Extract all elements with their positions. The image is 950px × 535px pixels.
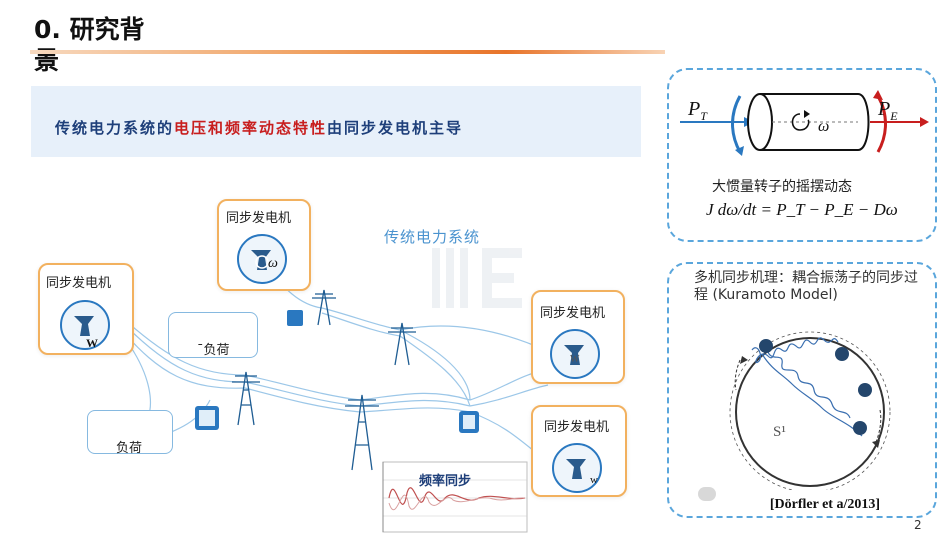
transformers bbox=[195, 310, 479, 433]
load-text: 负荷 bbox=[203, 343, 230, 358]
network-title: 传统电力系统 bbox=[384, 228, 481, 246]
citation: [Dörfler et a/2013] bbox=[769, 497, 880, 512]
omega-symbol: W bbox=[86, 336, 98, 350]
omega-label: ω bbox=[818, 118, 830, 135]
generator-label: 同步发电机 bbox=[544, 420, 610, 435]
load-mark: ˉ bbox=[197, 343, 204, 358]
inertia-caption: 大惯量转子的摇摆动态 bbox=[712, 179, 852, 195]
frequency-sync-plot bbox=[382, 461, 528, 533]
generator-label: 同步发电机 bbox=[226, 211, 292, 226]
generator-label: 同步发电机 bbox=[46, 276, 112, 291]
load-label: 负荷 bbox=[116, 441, 143, 456]
power-in-label: PT bbox=[688, 98, 707, 123]
kuramoto-caption: 多机同步机理：耦合振荡子的同步过程 (Kuramoto Model) bbox=[694, 270, 918, 303]
rotor-icon bbox=[74, 316, 94, 336]
transmission-towers bbox=[232, 289, 416, 471]
omega-symbol: w bbox=[590, 474, 598, 486]
omega-symbol: ω bbox=[268, 256, 278, 271]
power-out-label: PE bbox=[878, 98, 898, 123]
headline-prefix: 传统电力系统的 bbox=[55, 119, 175, 137]
power-network-diagram bbox=[119, 248, 549, 471]
freq-sync-label: 频率同步 bbox=[419, 474, 472, 489]
headline-highlight: 电压和频率动态特性 bbox=[174, 119, 328, 137]
rotor-icon bbox=[564, 345, 584, 365]
headline-suffix: 由同步发电机主导 bbox=[327, 119, 464, 137]
kuramoto-panel bbox=[667, 262, 937, 518]
generator-icon bbox=[552, 443, 602, 493]
swing-equation: J dω/dt = P_T − P_E − Dω bbox=[706, 200, 898, 219]
kuramoto-oscillator-diagram bbox=[729, 331, 891, 490]
title-underline bbox=[30, 50, 665, 54]
rotor-inertia-panel bbox=[667, 68, 937, 242]
generator-icon bbox=[60, 300, 110, 350]
omega-symbol: W bbox=[570, 354, 580, 365]
load-card-lower bbox=[87, 410, 173, 454]
slide-title: 0. 研究背景 bbox=[34, 15, 145, 75]
freq-trace-pink bbox=[388, 494, 526, 511]
rotor-icon bbox=[566, 459, 586, 479]
generator-icon bbox=[237, 234, 287, 284]
page-number: 2 bbox=[914, 518, 922, 532]
watermark-logo bbox=[432, 248, 522, 308]
headline-banner bbox=[31, 86, 641, 157]
circle-label: S¹ bbox=[773, 424, 786, 440]
headline-text: 传统电力系统的电压和频率动态特性由同步发电机主导 bbox=[55, 117, 463, 138]
watermark-icon bbox=[698, 487, 716, 501]
generator-icon bbox=[550, 329, 600, 379]
rotor-icon bbox=[251, 250, 271, 270]
generator-label: 同步发电机 bbox=[540, 306, 606, 321]
load-card-upper bbox=[168, 312, 258, 358]
rotor-illustration bbox=[680, 90, 929, 156]
load-label: ˉ负荷 bbox=[197, 339, 230, 358]
freq-trace-red bbox=[388, 487, 526, 505]
